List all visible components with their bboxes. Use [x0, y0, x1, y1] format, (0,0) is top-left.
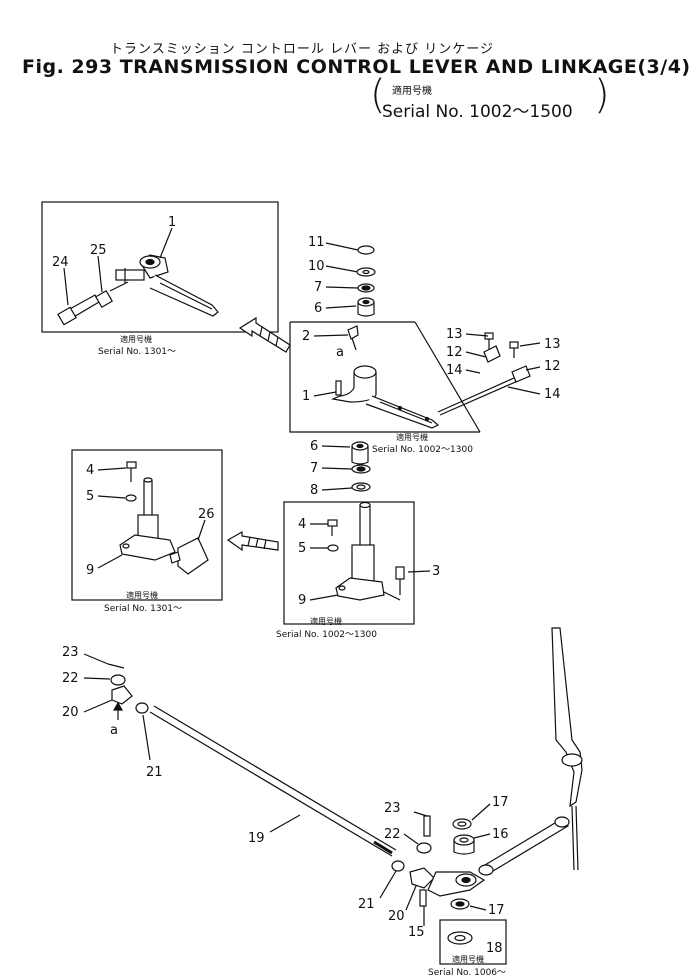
callout-5: 5	[298, 541, 306, 556]
callout-6-mid: 6	[310, 439, 318, 454]
callout-19: 19	[248, 831, 265, 846]
callout-9: 9	[298, 593, 306, 608]
callout-13-right: 13	[544, 337, 561, 352]
callout-1-inset: 1	[168, 215, 176, 230]
callout-4-inset: 4	[86, 463, 94, 478]
inset-mid-center-serial: Serial No. 1002～1300	[276, 630, 377, 640]
inset-top-center	[289, 242, 541, 433]
callout-15: 15	[408, 925, 425, 940]
callout-21-left: 21	[146, 765, 163, 780]
inset-mid-center-jp: 適用号機	[310, 616, 342, 626]
callout-17-bottom: 17	[488, 903, 505, 918]
callout-22-left: 22	[62, 671, 79, 686]
callout-16: 16	[492, 827, 509, 842]
figure-title: Fig. 293 TRANSMISSION CONTROL LEVER AND …	[22, 56, 691, 78]
callout-1: 1	[302, 389, 310, 404]
serial-open-paren: (	[370, 72, 386, 118]
callout-7-mid: 7	[310, 461, 318, 476]
callout-2: 2	[302, 329, 310, 344]
callout-17-top: 17	[492, 795, 509, 810]
hatched-arrow-middle	[226, 530, 279, 552]
serial-header-japanese: 適用号機	[392, 86, 432, 97]
stacked-washers-upper	[356, 245, 376, 317]
callout-23-right: 23	[384, 801, 401, 816]
callout-3: 3	[432, 564, 440, 579]
callout-a-top: a	[336, 345, 344, 360]
callout-12-right: 12	[544, 359, 561, 374]
callout-14-right: 14	[544, 387, 561, 402]
callout-a-bottom: a	[110, 723, 118, 738]
inset-top-left	[41, 201, 279, 333]
callout-18: 18	[486, 941, 503, 956]
inset-bottom-right-serial: Serial No. 1006～	[428, 968, 506, 978]
callout-14-left: 14	[446, 363, 463, 378]
callout-7-top: 7	[314, 280, 322, 295]
callout-4: 4	[298, 517, 306, 532]
callout-21-right: 21	[358, 897, 375, 912]
callout-6-top: 6	[314, 301, 322, 316]
inset-mid-left-jp: 適用号機	[126, 590, 158, 600]
inset-mid-left-serial: Serial No. 1301～	[104, 604, 182, 614]
serial-header: Serial No. 1002～1500	[382, 102, 573, 122]
title-japanese: トランスミッション コントロール レバー および リンケージ	[110, 42, 495, 57]
callout-24: 24	[52, 255, 69, 270]
callout-25: 25	[90, 243, 107, 258]
callout-11: 11	[308, 235, 325, 250]
inset-top-center-jp: 適用号機	[396, 432, 428, 442]
callout-5-inset: 5	[86, 489, 94, 504]
callout-9-inset: 9	[86, 563, 94, 578]
inset-bottom-right-jp: 適用号機	[452, 954, 484, 964]
inset-mid-center	[283, 501, 431, 625]
inset-top-left-serial: Serial No. 1301～	[98, 347, 176, 357]
callout-22-right: 22	[384, 827, 401, 842]
callout-8: 8	[310, 483, 318, 498]
lower-linkage	[83, 627, 583, 965]
callout-12-left: 12	[446, 345, 463, 360]
callout-20-left: 20	[62, 705, 79, 720]
callout-20-right: 20	[388, 909, 405, 924]
inset-top-center-serial: Serial No. 1002～1300	[372, 445, 473, 455]
inset-mid-left	[71, 449, 223, 601]
callout-10: 10	[308, 259, 325, 274]
inset-top-left-jp: 適用号機	[120, 334, 152, 344]
serial-close-paren: )	[594, 72, 610, 118]
callout-23-left: 23	[62, 645, 79, 660]
callout-13-left: 13	[446, 327, 463, 342]
stacked-washers-lower	[321, 441, 371, 492]
hatched-arrow-top	[238, 316, 291, 353]
callout-26: 26	[198, 507, 215, 522]
